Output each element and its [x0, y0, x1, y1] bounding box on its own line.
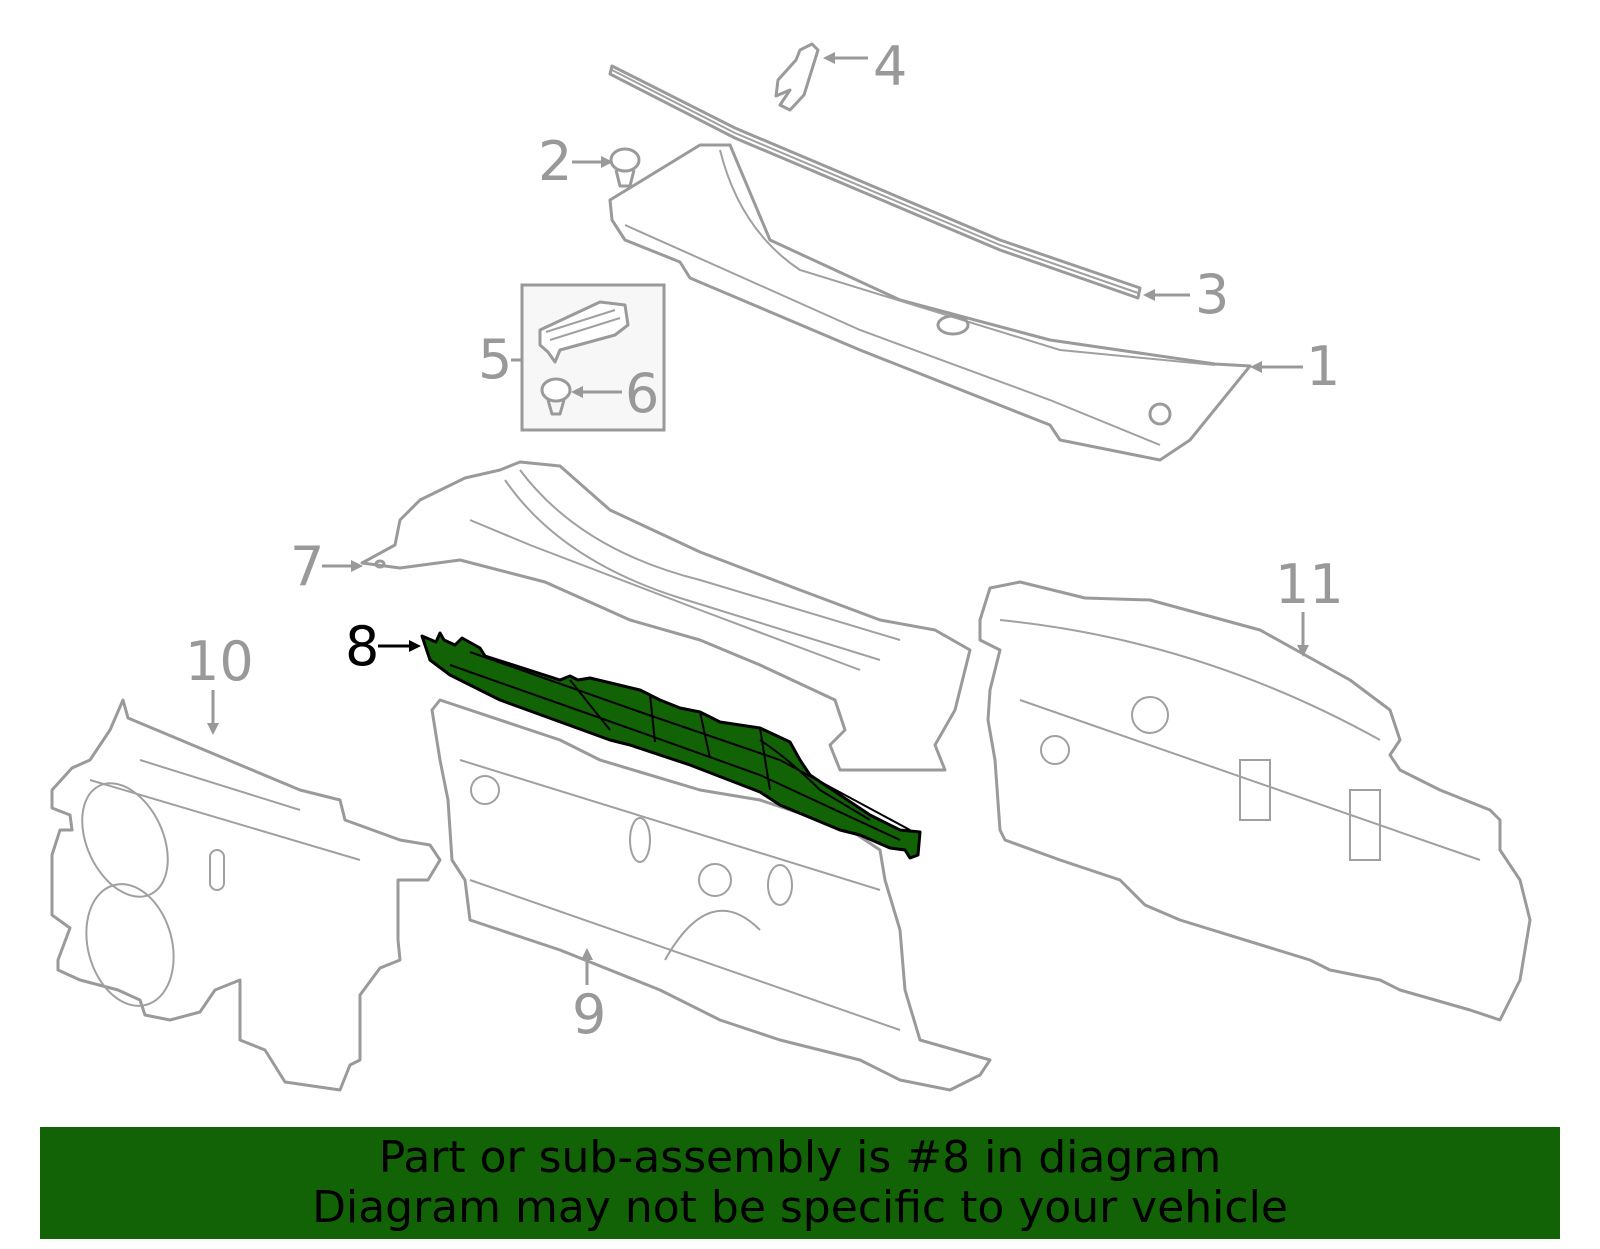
callout-10[interactable]: 10	[185, 630, 254, 693]
callout-3[interactable]: 3	[1195, 263, 1230, 326]
diagram-drawing	[50, 42, 1532, 1092]
part-11-insulator-right	[978, 580, 1532, 1022]
callout-7[interactable]: 7	[290, 535, 325, 598]
callout-1[interactable]: 1	[1306, 335, 1341, 398]
banner-line-disclaimer: Diagram may not be specific to your vehi…	[312, 1182, 1288, 1233]
part-5-kit-box	[520, 283, 666, 432]
part-10-insulator-left	[50, 698, 442, 1092]
callout-11[interactable]: 11	[1275, 553, 1344, 616]
part-4-bracket	[774, 42, 820, 112]
part-1-cowl-top	[608, 143, 1252, 462]
leader-lines	[207, 52, 1309, 985]
callout-5[interactable]: 5	[478, 328, 513, 391]
callout-8-highlighted[interactable]: 8	[345, 615, 380, 678]
part-3-seal-strip	[608, 64, 1142, 300]
part-8-cowl-reinforcement-highlighted	[420, 631, 922, 860]
part-7-cowl-panel	[360, 460, 972, 772]
part-2-clip	[609, 147, 641, 188]
parts-diagram: 1 2 3 4 5 6 7 8 9 10 11	[50, 35, 1532, 1092]
callout-6[interactable]: 6	[625, 362, 660, 425]
part-9-dash-panel	[430, 698, 992, 1092]
callout-9[interactable]: 9	[572, 983, 607, 1046]
callout-4[interactable]: 4	[873, 35, 908, 98]
banner-line-part: Part or sub-assembly is #8 in diagram	[378, 1132, 1222, 1183]
callout-2[interactable]: 2	[538, 130, 573, 193]
info-banner: Part or sub-assembly is #8 in diagram Di…	[40, 1127, 1560, 1239]
